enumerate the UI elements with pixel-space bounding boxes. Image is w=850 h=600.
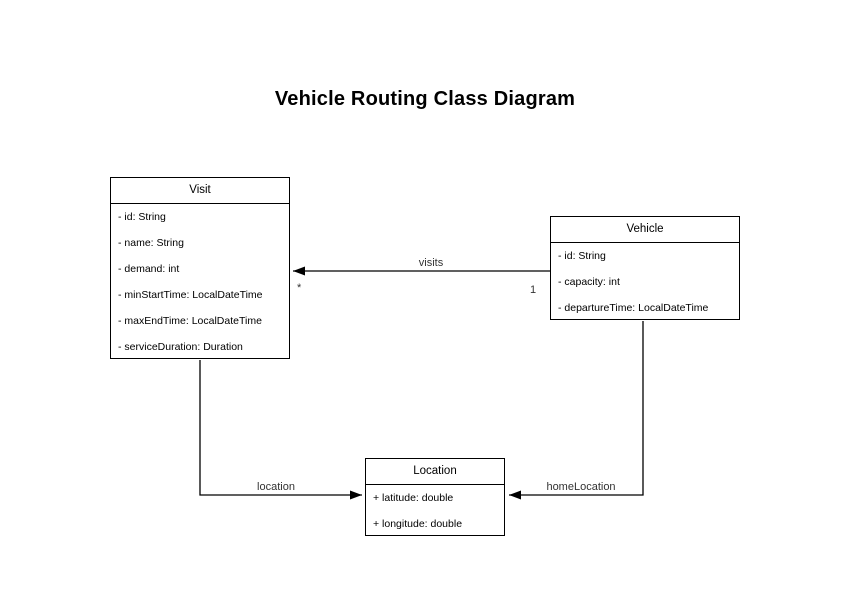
- diagram-title: Vehicle Routing Class Diagram: [274, 88, 576, 110]
- class-box-visit: Visit - id: String - name: String - dema…: [110, 177, 290, 359]
- edge-label-homelocation: homeLocation: [544, 481, 618, 493]
- class-attribute: + latitude: double: [373, 492, 454, 504]
- class-attribute: + longitude: double: [373, 518, 463, 530]
- class-attribute: - demand: int: [118, 263, 180, 275]
- class-attribute: - serviceDuration: Duration: [118, 341, 243, 353]
- class-attribute: - departureTime: LocalDateTime: [558, 302, 709, 314]
- edge-label-location: location: [255, 481, 297, 493]
- class-name-vehicle: Vehicle: [551, 217, 739, 243]
- class-box-vehicle: Vehicle - id: String - capacity: int - d…: [550, 216, 740, 320]
- class-box-location: Location + latitude: double + longitude:…: [365, 458, 505, 536]
- class-name-location: Location: [366, 459, 504, 485]
- class-attribute: - id: String: [558, 250, 606, 262]
- multiplicity-visits-target: *: [297, 282, 302, 294]
- edge-label-visits: visits: [416, 257, 446, 269]
- class-name-visit: Visit: [111, 178, 289, 204]
- class-attribute: - id: String: [118, 211, 166, 223]
- connector-homelocation: [509, 321, 644, 500]
- class-attribute: - capacity: int: [558, 276, 620, 288]
- class-attribute: - maxEndTime: LocalDateTime: [118, 315, 262, 327]
- class-attribute: - minStartTime: LocalDateTime: [118, 289, 263, 301]
- multiplicity-visits-source: 1: [530, 284, 537, 296]
- class-attribute: - name: String: [118, 237, 184, 249]
- connector-location: [199, 360, 362, 500]
